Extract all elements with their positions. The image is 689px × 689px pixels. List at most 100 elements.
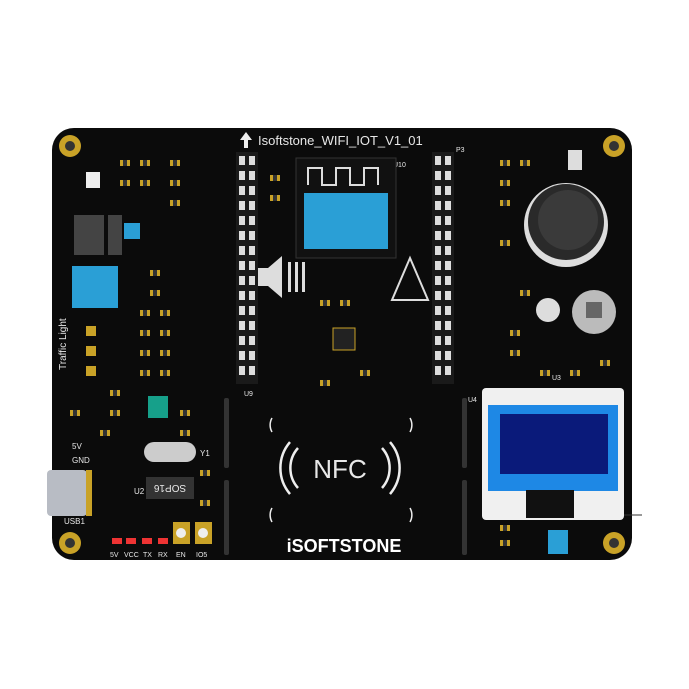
usb-label: USB1 [64,517,85,526]
header-pin [445,186,451,195]
smd-body [143,330,147,336]
header-pin [249,171,255,180]
header-pin [445,336,451,345]
ref-u3: U3 [552,375,561,382]
smd-body [113,410,117,416]
nfc-area-dividers [224,398,467,555]
button-en-label: EN [176,552,186,559]
header-pin [445,171,451,180]
chip-u2-label: U2 [134,487,145,496]
header-pin [445,366,451,375]
module-ls [72,266,118,308]
button-io5-label: IO5 [196,552,207,559]
ref-u4: U4 [468,397,477,404]
ref-u9: U9 [244,391,253,398]
header-pin [249,246,255,255]
header-pin [435,186,441,195]
smd-body [603,360,607,366]
smd-body [143,160,147,166]
header-pin [435,306,441,315]
header-pin [249,201,255,210]
smd-body [143,310,147,316]
smd-body [523,160,527,166]
header-pin [445,306,451,315]
button-io5[interactable] [195,522,212,544]
header-pin [239,156,245,165]
header-pin [239,291,245,300]
header-pin [445,246,451,255]
smd-body [273,195,277,201]
header-pin [445,201,451,210]
smd-body [503,180,507,186]
smd-body [73,410,77,416]
header-pin [249,291,255,300]
chip-u14 [332,327,356,351]
pir-sensor [572,290,616,334]
usb-c-port[interactable] [47,470,87,516]
header-pin [239,231,245,240]
smd-body [323,380,327,386]
smd-body [163,330,167,336]
smd-body [173,180,177,186]
smd-body [123,160,127,166]
smd-body [123,180,127,186]
ref-p3: P3 [456,147,465,154]
header-pins [239,156,255,375]
smd-body [573,370,577,376]
led-rx-label: RX [158,552,168,559]
header-pin [239,306,245,315]
smd-body [503,200,507,206]
header-pin [445,231,451,240]
led-vcc-label: VCC [124,552,139,559]
smd-body [143,350,147,356]
buzzer [524,183,608,267]
smd-body [143,180,147,186]
board-title: Isoftstone_WIFI_IOT_V1_01 [258,133,423,148]
header-pin [445,261,451,270]
header-pin [239,366,245,375]
header-pin [239,201,245,210]
header-pin [249,306,255,315]
oled-display [482,388,624,554]
smd-body [173,200,177,206]
led-5v-label: 5V [110,552,119,559]
header-pin [249,186,255,195]
smd-body [343,300,347,306]
nfc-icon [269,417,413,523]
photoresistor [536,298,560,322]
header-pin [445,156,451,165]
smd-body [203,470,207,476]
smd-body [143,370,147,376]
header-pin [435,231,441,240]
header-pin [435,351,441,360]
pin-gnd-label: GND [72,456,90,465]
smd-body [153,270,157,276]
header-pin [435,366,441,375]
header-pin [239,276,245,285]
header-pin [435,291,441,300]
smd-body [363,370,367,376]
header-pin [249,216,255,225]
header-pins [435,156,451,375]
header-pin [249,276,255,285]
button-en[interactable] [173,522,190,544]
header-pin [239,216,245,225]
led-tx-label: TX [143,552,152,559]
header-pin [239,351,245,360]
header-pin [435,336,441,345]
smd-body [503,240,507,246]
header-pin [435,321,441,330]
header-pin [445,216,451,225]
header-pin [249,261,255,270]
smd-body [153,290,157,296]
status-leds [112,538,168,544]
smd-body [163,350,167,356]
smd-body [503,540,507,546]
esd-warning-icon [390,255,430,301]
smd-body [163,310,167,316]
smd-body [273,175,277,181]
header-pin [239,171,245,180]
smd-body [543,370,547,376]
header-pin [435,216,441,225]
